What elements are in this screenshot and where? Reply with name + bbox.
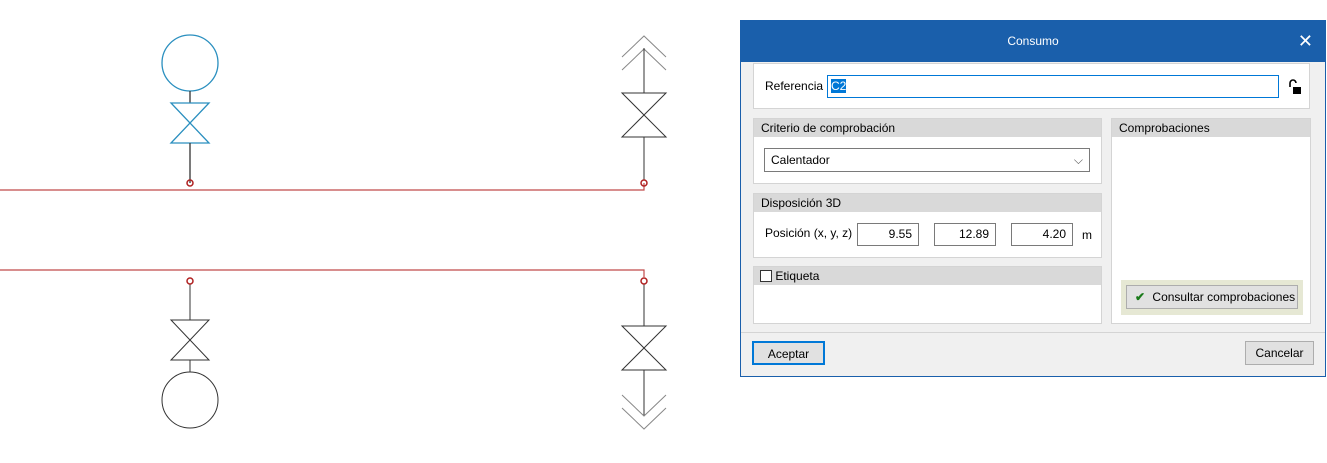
criterio-selected: Calentador <box>771 153 830 167</box>
cancel-button[interactable]: Cancelar <box>1245 341 1314 365</box>
comprobaciones-header: Comprobaciones <box>1112 119 1310 137</box>
check-icon: ✔ <box>1135 290 1146 304</box>
consultar-label: Consultar comprobaciones <box>1152 290 1296 304</box>
reference-panel: Referencia C2 <box>753 63 1310 109</box>
footer-divider <box>741 332 1325 333</box>
etiqueta-label: Etiqueta <box>775 269 820 283</box>
disposicion-panel: Disposición 3D Posición (x, y, z) 9.55 1… <box>753 193 1102 258</box>
criterio-panel: Criterio de comprobación Calentador ⌵ <box>753 118 1102 184</box>
consultar-comprobaciones-button[interactable]: ✔ Consultar comprobaciones <box>1126 285 1298 309</box>
position-label: Posición (x, y, z) <box>765 226 853 240</box>
position-x-input[interactable]: 9.55 <box>857 223 919 246</box>
pipe-diagram <box>0 34 668 430</box>
etiqueta-header: Etiqueta <box>754 267 1101 285</box>
etiqueta-panel: Etiqueta <box>753 266 1102 324</box>
consultar-highlight: ✔ Consultar comprobaciones <box>1121 280 1303 315</box>
position-y-input[interactable]: 12.89 <box>934 223 996 246</box>
consumer-upper-right <box>620 35 668 180</box>
comprobaciones-panel: Comprobaciones ✔ Consultar comprobacione… <box>1111 118 1311 324</box>
connection-nodes <box>186 179 648 285</box>
reference-label: Referencia <box>765 79 824 93</box>
accept-button[interactable]: Aceptar <box>752 341 825 365</box>
close-icon[interactable]: ✕ <box>1297 31 1313 51</box>
upper-pipe <box>0 183 645 191</box>
position-z-input[interactable]: 4.20 <box>1011 223 1073 246</box>
consumer-c2-selected <box>161 34 219 183</box>
consumer-lower-right <box>620 284 668 430</box>
chevron-down-icon: ⌵ <box>1073 153 1083 167</box>
unlock-icon[interactable] <box>1288 79 1302 95</box>
lower-pipe <box>0 269 645 277</box>
etiqueta-checkbox[interactable] <box>760 270 772 282</box>
reference-value: C2 <box>831 79 847 93</box>
unit-label: m <box>1082 228 1092 242</box>
consumer-lower-left <box>161 284 219 429</box>
criterio-header: Criterio de comprobación <box>754 119 1101 137</box>
criterio-select[interactable]: Calentador ⌵ <box>764 148 1090 172</box>
dialog-title: Consumo <box>741 21 1325 62</box>
disposicion-header: Disposición 3D <box>754 194 1101 212</box>
reference-input[interactable]: C2 <box>827 75 1279 98</box>
pipes <box>0 183 645 277</box>
consumo-dialog: Consumo ✕ Referencia C2 Criterio de comp… <box>740 20 1326 377</box>
